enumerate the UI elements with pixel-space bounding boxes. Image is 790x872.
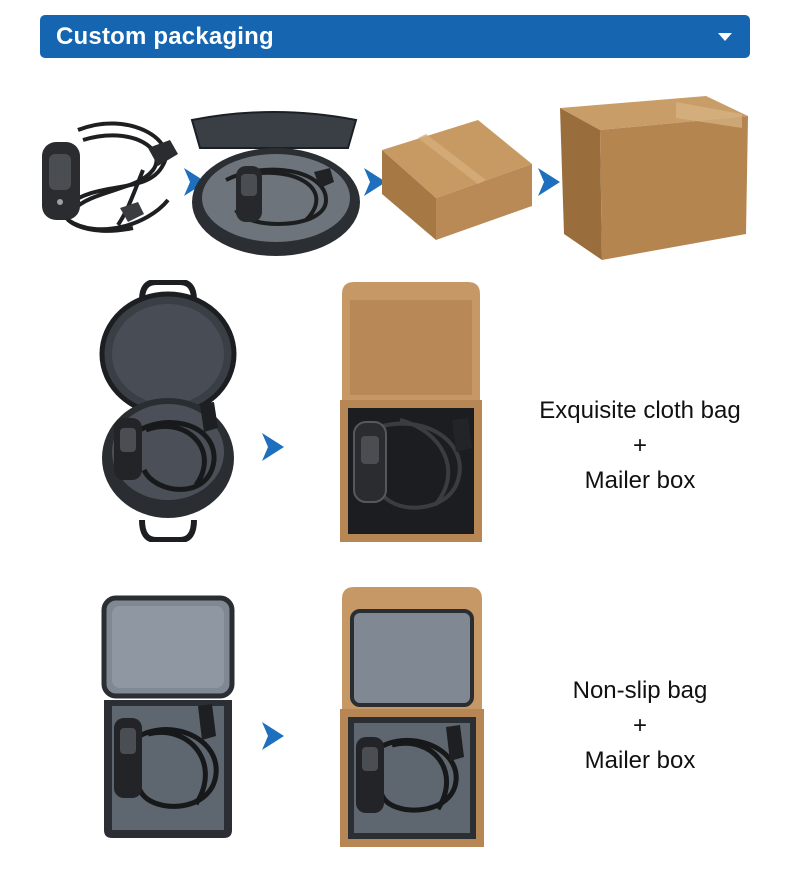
arrow-right-icon	[538, 168, 560, 196]
large-carton-image	[560, 96, 748, 260]
charger-in-bag-image	[190, 111, 360, 256]
caption-plus: +	[632, 432, 647, 459]
caption-line-1: Exquisite cloth bag	[539, 397, 741, 424]
arrow-right-icon	[262, 722, 284, 750]
chevron-down-icon[interactable]	[718, 32, 732, 41]
option-1-caption: Exquisite cloth bag + Mailer box	[520, 393, 760, 498]
cloth-bag-image	[99, 280, 237, 542]
ev-charger-image	[42, 121, 178, 233]
caption-line-1: Non-slip bag	[572, 677, 708, 704]
mailer-box-bag-image	[340, 587, 484, 847]
section-header[interactable]: Custom packaging	[40, 15, 750, 58]
section-title: Custom packaging	[56, 22, 274, 50]
caption-line-2: Mailer box	[584, 467, 696, 494]
arrow-right-icon	[184, 168, 206, 196]
option-2-caption: Non-slip bag + Mailer box	[520, 673, 760, 778]
caption-plus: +	[632, 712, 647, 739]
arrow-right-icon	[262, 433, 284, 461]
caption-line-2: Mailer box	[584, 747, 696, 774]
mailer-box-charger-image	[340, 282, 482, 542]
arrow-right-icon	[364, 168, 386, 196]
sealed-carton-image	[382, 120, 532, 240]
non-slip-bag-image	[101, 595, 235, 838]
